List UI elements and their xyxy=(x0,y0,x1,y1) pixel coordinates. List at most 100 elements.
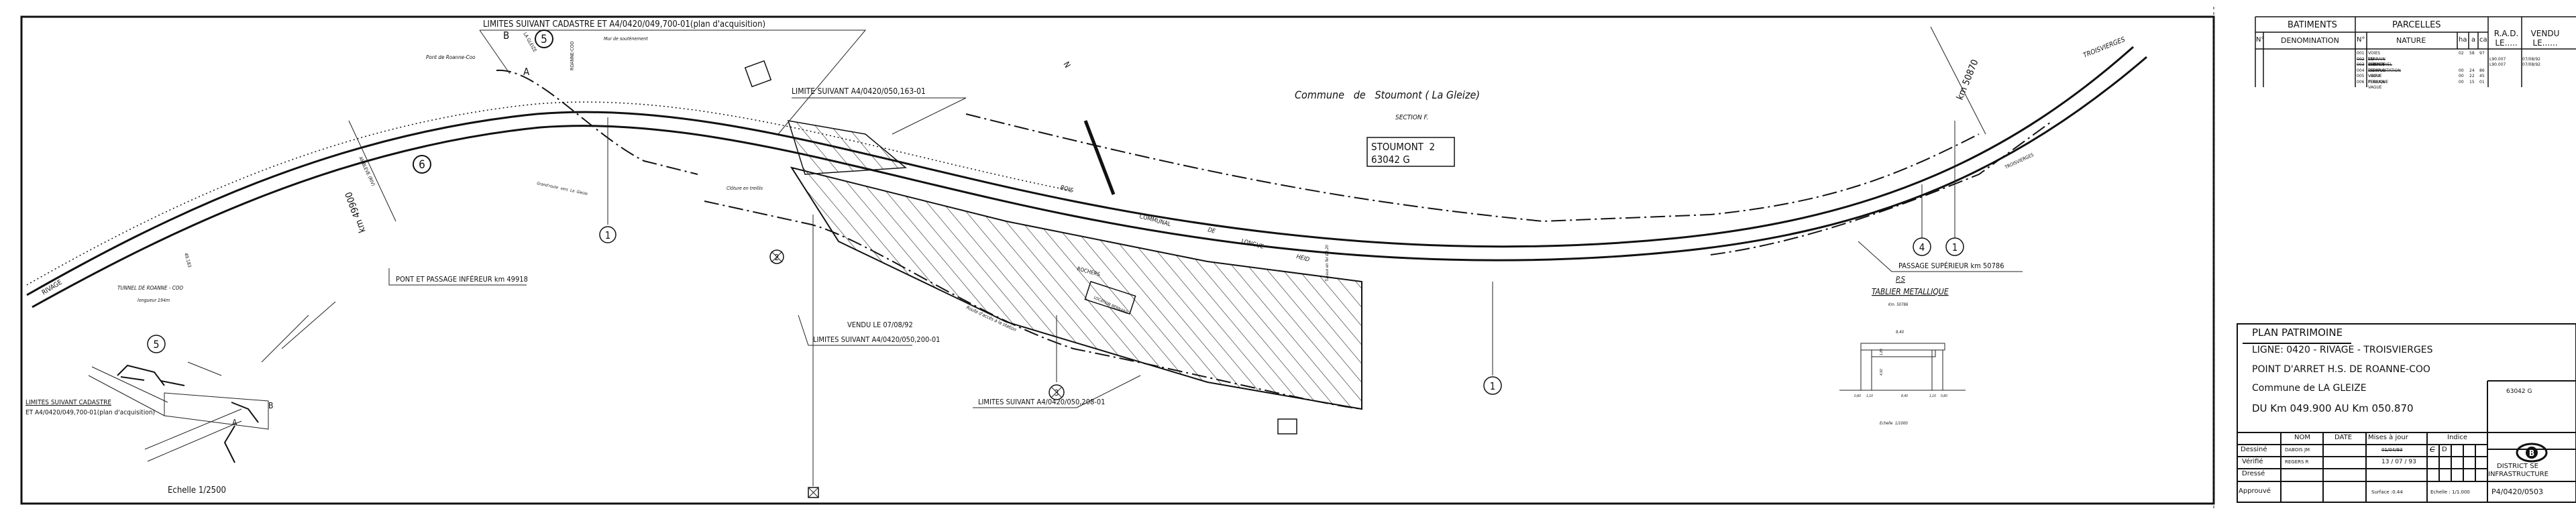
troisvierges-label: TROISVIERGES xyxy=(2082,36,2127,60)
commune-label: Commune de Stoumont ( La Gleize) xyxy=(1295,89,1480,101)
mur-label: Mur de soutènement xyxy=(604,36,648,42)
grand-route-label: Grand'route vers La Gleize xyxy=(537,181,589,196)
surface: Surface :0.44 xyxy=(2371,489,2403,495)
svg-text:3: 3 xyxy=(1055,388,1059,398)
marker-1: 1 xyxy=(599,226,616,243)
col-nom: NOM xyxy=(2294,434,2310,441)
svg-text:A: A xyxy=(232,418,237,427)
limite-163-label: LIMITE SUIVANT A4/0420/050,163-01 xyxy=(792,86,926,96)
km-49900-label: km 49900 xyxy=(343,190,368,234)
svg-text:4: 4 xyxy=(1919,241,1925,253)
ps-label: P.S xyxy=(1896,275,1905,284)
row-dresse: Dressé xyxy=(2242,470,2265,477)
table-header-denomination: DENOMINATION xyxy=(2281,36,2339,45)
tuyaux-label: Tuyaux en fer Ø0,20 xyxy=(1325,245,1330,282)
svg-text:5: 5 xyxy=(541,33,547,46)
row-dessine: Dessiné xyxy=(2241,446,2267,453)
km-50786-label: Km. 50786 xyxy=(1888,302,1909,307)
svg-text:1: 1 xyxy=(1490,380,1496,392)
echelle: Echelle : 1/1.000 xyxy=(2430,489,2470,495)
svg-text:8,40: 8,40 xyxy=(1901,394,1908,398)
inset-limits-line1: LIMITES SUIVANT CADASTRE xyxy=(25,399,111,406)
title-km: DU Km 049.900 AU Km 050.870 xyxy=(2252,402,2414,414)
inset-location-plan: 5 A B LIMITES SUIVANT CADASTRE ET A4/042… xyxy=(25,301,336,496)
pont-passage-label: PONT ET PASSAGE INFÉREUR km 49918 xyxy=(396,275,528,284)
title-ligne: LIGNE: 0420 - RIVAGE - TROISVIERGES xyxy=(2252,345,2433,355)
indice-1: C xyxy=(2430,445,2435,454)
inset-scale-label: Echelle 1/2500 xyxy=(168,485,226,496)
km-49900-line xyxy=(348,120,396,222)
table-header-rad: R.A.D. LE..... xyxy=(2493,29,2519,48)
parcel-boundary-north xyxy=(965,113,1980,223)
leader-200 xyxy=(798,314,912,346)
title-plan: PLAN PATRIMOINE xyxy=(2252,327,2343,339)
km-49183-label: 49.183 xyxy=(183,252,192,268)
tunnel-length-label: longueur 194m xyxy=(138,298,170,303)
railway-track-upper xyxy=(26,46,2134,296)
svg-text:B: B xyxy=(268,401,273,410)
limites-208-label: LIMITES SUIVANT A4/0420/050,208-01 xyxy=(978,398,1105,406)
bois-label: BOIS xyxy=(1059,184,1073,194)
mise-1: 01/04/93 xyxy=(2381,447,2403,453)
table-header-nature: NATURE xyxy=(2396,36,2426,45)
point-b-label: B xyxy=(503,30,509,42)
svg-text:1: 1 xyxy=(1952,241,1958,253)
svg-text:4,92: 4,92 xyxy=(1880,369,1884,375)
parcel-boundary-west xyxy=(496,69,698,175)
building-south xyxy=(1277,418,1297,435)
heid-label: HEID xyxy=(1295,253,1310,264)
sold-parcel-hatched-area xyxy=(790,166,1362,410)
limites-200-label: LIMITES SUIVANT A4/0420/050,200-01 xyxy=(813,335,940,344)
boxed-x-marker-icon xyxy=(808,487,819,498)
railway-track-lower xyxy=(32,56,2147,308)
svg-text:N: N xyxy=(1061,60,1072,70)
km-50870-line xyxy=(1930,26,1986,135)
col-date: DATE xyxy=(2334,434,2353,441)
svg-text:2: 2 xyxy=(775,253,780,262)
title-block-grid xyxy=(2237,323,2576,503)
svg-text:6: 6 xyxy=(419,158,425,172)
table-header-bat-no: N° xyxy=(2256,36,2265,44)
col-mises: Mises à jour xyxy=(2368,434,2408,441)
leader-208 xyxy=(973,375,1141,408)
plan-number: P4/0420/0503 xyxy=(2491,487,2544,496)
stoumont-line2: 63042 G xyxy=(1371,154,1410,166)
svg-text:5: 5 xyxy=(153,338,159,351)
building-mur xyxy=(744,60,772,88)
leader-line xyxy=(479,30,511,74)
table-header-parc-no: N° xyxy=(2357,36,2365,44)
marker-6: 6 xyxy=(413,155,431,174)
parcel-table-grid xyxy=(2255,16,2576,87)
longue-label: LONGUE xyxy=(1240,238,1264,250)
svg-text:B: B xyxy=(2529,449,2534,458)
point-a-label: A xyxy=(523,66,530,78)
dessine-nom: DABOIS JM xyxy=(2285,447,2310,453)
table-header-batiments: BATIMENTS xyxy=(2288,20,2337,30)
leader-ps xyxy=(1858,241,2023,272)
inset-limits-line2: ET A4/0420/049,700-01(plan d'acquisition… xyxy=(25,409,155,416)
stoumont-line1: STOUMONT 2 xyxy=(1371,141,1435,153)
vendu-label: VENDU LE 07/08/92 xyxy=(847,321,913,329)
stoumont-box xyxy=(1366,137,1455,167)
building-location-bernard xyxy=(1084,280,1136,315)
table-header-vendu: VENDU LE...... xyxy=(2530,29,2560,48)
marker-4: 4 xyxy=(1913,237,1931,256)
svg-text:0,60: 0,60 xyxy=(1854,394,1861,398)
pont-roanne-label: Pont de Roanne-Coo xyxy=(426,54,476,60)
district-1: DISTRICT SE xyxy=(2497,463,2538,470)
marker-1-south: 1 xyxy=(1483,376,1502,395)
svg-text:9,40: 9,40 xyxy=(1896,330,1904,335)
table-header-a: a xyxy=(2471,36,2476,44)
title-point: POINT D'ARRET H.S. DE ROANNE-COO xyxy=(2252,364,2430,375)
title-ref: 63042 G xyxy=(2506,388,2532,395)
svg-text:1,10: 1,10 xyxy=(1929,394,1936,398)
table-header-parcelles: PARCELLES xyxy=(2392,20,2441,30)
sold-parcel-hatched-area-small xyxy=(787,120,907,175)
